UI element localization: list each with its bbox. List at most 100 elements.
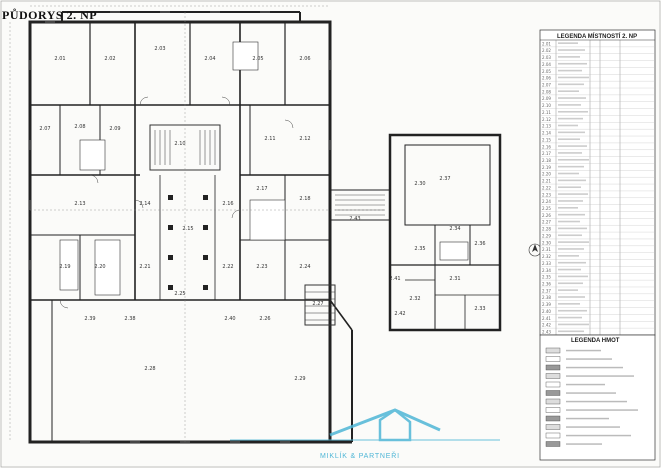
material-legend-title: LEGENDA HMOT bbox=[571, 338, 620, 344]
material-swatch bbox=[545, 432, 561, 439]
legend-room-number: 2.42 bbox=[542, 323, 551, 328]
material-swatch bbox=[545, 390, 561, 396]
legend-text-line bbox=[558, 213, 585, 216]
legend-room-number: 2.27 bbox=[542, 220, 551, 225]
legend-text-line bbox=[558, 248, 584, 250]
legend-text-line bbox=[558, 200, 583, 202]
legend-text-line bbox=[558, 296, 585, 298]
legend-text-line bbox=[558, 145, 587, 147]
room-number-label: 2.29 bbox=[294, 376, 305, 382]
hall-columns bbox=[168, 195, 208, 290]
legend-room-number: 2.03 bbox=[542, 55, 551, 60]
room-number-label: 2.26 bbox=[259, 316, 270, 322]
material-text-line bbox=[566, 400, 627, 403]
legend-room-number: 2.16 bbox=[542, 144, 551, 149]
room-number-label: 2.38 bbox=[124, 316, 135, 322]
legend-text-line bbox=[558, 56, 580, 58]
room-number-label: 2.13 bbox=[74, 201, 85, 207]
room-number-label: 2.40 bbox=[224, 316, 235, 322]
legend-text-line bbox=[558, 227, 587, 230]
material-text-line bbox=[566, 349, 601, 352]
room-number-label: 2.43 bbox=[349, 216, 360, 222]
room-number-label: 2.07 bbox=[39, 126, 50, 132]
legend-room-number: 2.05 bbox=[542, 69, 551, 74]
legend-text-line bbox=[558, 261, 586, 264]
room-number-label: 2.21 bbox=[139, 264, 150, 270]
room-number-label: 2.11 bbox=[264, 136, 275, 142]
material-text-line bbox=[566, 434, 631, 437]
legend-text-line bbox=[558, 330, 584, 333]
room-number-label: 2.01 bbox=[54, 56, 65, 62]
legend-text-line bbox=[558, 193, 588, 195]
room-number-label: 2.23 bbox=[256, 264, 267, 270]
legend-room-number: 2.29 bbox=[542, 233, 551, 238]
legend-text-line bbox=[558, 76, 589, 79]
legend-room-number: 2.28 bbox=[542, 227, 551, 232]
legend-room-number: 2.07 bbox=[542, 83, 551, 88]
legend-room-number: 2.14 bbox=[542, 131, 551, 136]
room-legend-title: LEGENDA MÍSTNOSTÍ 2. NP bbox=[557, 34, 638, 40]
legend-text-line bbox=[558, 69, 582, 72]
legend-text-line bbox=[558, 275, 588, 278]
legend-room-number: 2.40 bbox=[542, 309, 551, 314]
legend-room-number: 2.43 bbox=[542, 330, 551, 335]
north-arrow-icon bbox=[528, 243, 542, 257]
legend-text-line bbox=[558, 234, 582, 237]
legend-room-number: 2.06 bbox=[542, 76, 551, 81]
legend-room-number: 2.19 bbox=[542, 165, 551, 170]
windows bbox=[29, 11, 331, 443]
legend-room-number: 2.37 bbox=[542, 288, 551, 293]
east-wing-walls bbox=[388, 133, 502, 332]
legend-room-number: 2.25 bbox=[542, 206, 551, 211]
legend-room-number: 2.04 bbox=[542, 62, 551, 67]
legend-text-line bbox=[558, 220, 580, 223]
legend-room-number: 2.02 bbox=[542, 48, 551, 53]
room-number-label: 2.09 bbox=[109, 126, 120, 132]
sanitary-blocks bbox=[59, 41, 469, 296]
legend-room-number: 2.21 bbox=[542, 179, 551, 184]
room-number-label: 2.16 bbox=[222, 201, 233, 207]
legend-text-line bbox=[558, 323, 589, 326]
room-number-label: 2.03 bbox=[154, 46, 165, 52]
room-number-label: 2.15 bbox=[182, 226, 193, 232]
room-number-label: 2.37 bbox=[439, 176, 450, 182]
legend-room-number: 2.38 bbox=[542, 295, 551, 300]
material-text-line bbox=[566, 392, 616, 394]
legend-text-line bbox=[558, 179, 586, 182]
legend-text-line bbox=[558, 316, 582, 319]
room-number-label: 2.10 bbox=[174, 141, 185, 147]
legend-room-number: 2.32 bbox=[542, 254, 551, 259]
legend-text-line bbox=[558, 117, 583, 120]
legend-room-number: 2.23 bbox=[542, 192, 551, 197]
room-number-label: 2.14 bbox=[139, 201, 150, 207]
legend-text-line bbox=[558, 241, 589, 243]
dimension-lines bbox=[9, 5, 385, 442]
legend-text-line bbox=[558, 138, 580, 141]
material-swatch bbox=[545, 373, 561, 379]
legend-room-number: 2.33 bbox=[542, 261, 551, 266]
room-number-label: 2.32 bbox=[409, 296, 420, 302]
room-number-label: 2.42 bbox=[394, 311, 405, 317]
legend-room-number: 2.13 bbox=[542, 124, 551, 129]
legend-text-line bbox=[558, 165, 584, 168]
legend-text-line bbox=[558, 97, 586, 99]
material-text-line bbox=[566, 417, 609, 420]
room-number-label: 2.12 bbox=[299, 136, 310, 142]
room-number-label: 2.08 bbox=[74, 124, 85, 130]
material-text-line bbox=[566, 409, 638, 411]
room-number-label: 2.20 bbox=[94, 264, 105, 270]
legend-room-number: 2.41 bbox=[542, 316, 551, 321]
material-text-line bbox=[566, 375, 634, 377]
door-swings bbox=[59, 96, 294, 309]
legend-text-line bbox=[558, 289, 578, 291]
legend-text-line bbox=[558, 186, 581, 189]
legend-text-line bbox=[558, 207, 578, 209]
room-number-label: 2.24 bbox=[299, 264, 310, 270]
material-swatch bbox=[545, 356, 561, 362]
legend-text-line bbox=[558, 282, 583, 285]
legend-room-number: 2.34 bbox=[542, 268, 551, 273]
material-swatch bbox=[545, 347, 561, 354]
legend-text-line bbox=[558, 104, 581, 106]
room-number-label: 2.27 bbox=[312, 301, 323, 307]
